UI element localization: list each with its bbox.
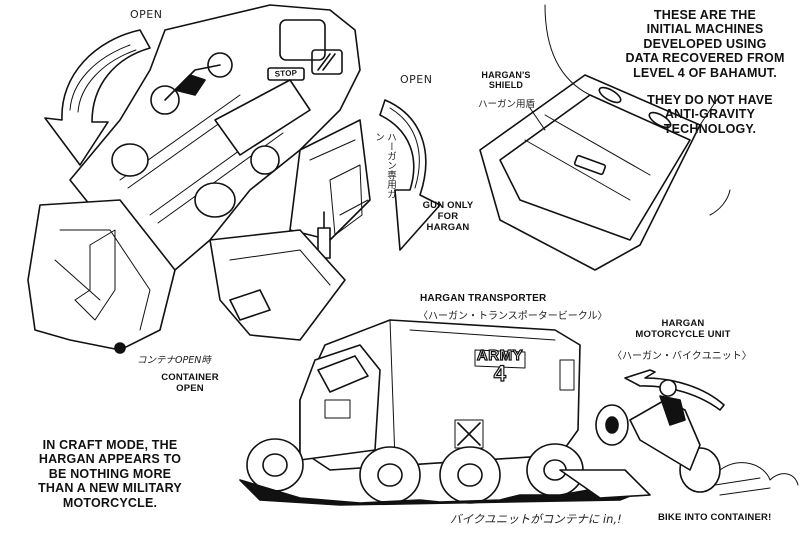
army-number: 4	[493, 361, 507, 387]
army-text: ARMY	[476, 346, 524, 364]
craft-mode-line: HARGAN APPEARS TO	[38, 452, 182, 467]
motorcycle-label-line: HARGAN	[661, 318, 705, 329]
shield-label-jp: ハーガン用盾	[478, 99, 536, 110]
decorative-curve	[544, 4, 591, 96]
container-label-jp: コンテナOPEN時	[137, 355, 211, 366]
container-open-drawing	[27, 4, 371, 354]
open-label-right: OPEN	[400, 73, 433, 86]
anti-gravity-line: ANTI-GRAVITY	[664, 107, 756, 122]
intro-line: THESE ARE THE	[653, 8, 757, 22]
container-label-line: CONTAINER	[161, 372, 219, 383]
motorcycle-label-line: MOTORCYCLE UNIT	[635, 328, 731, 340]
army-plate: ARMY 4	[472, 346, 528, 387]
transporter-label: HARGAN TRANSPORTER	[420, 293, 547, 304]
open-label-top: OPEN	[130, 8, 163, 21]
hargan-motorcycle-drawing	[595, 379, 799, 496]
gun-label-jp: ハーガン専用ガン	[373, 132, 396, 199]
bike-enter-arrow	[624, 369, 725, 411]
container-label: CONTAINER OPEN	[150, 372, 230, 395]
container-label-line: OPEN	[176, 382, 204, 394]
gun-label-line: FOR	[437, 210, 459, 222]
gun-label-line: GUN ONLY	[422, 200, 474, 211]
anti-gravity-line: TECHNOLOGY.	[663, 121, 757, 136]
open-arrow-left	[44, 29, 151, 166]
craft-mode-line: MOTORCYCLE.	[62, 495, 158, 510]
open-arrow-right	[379, 99, 441, 251]
stop-plate: STOP	[274, 68, 298, 79]
intro-line: LEVEL 4 OF BAHAMUT.	[633, 65, 777, 80]
bike-into-container-jp: バイクユニットがコンテナに in,!	[450, 512, 622, 526]
shield-pointer	[529, 107, 546, 131]
anti-gravity-note: THEY DO NOT HAVE ANTI-GRAVITY TECHNOLOGY…	[640, 93, 780, 136]
motorcycle-label: HARGAN MOTORCYCLE UNIT	[618, 318, 748, 341]
craft-mode-note: IN CRAFT MODE, THE HARGAN APPEARS TO BE …	[25, 438, 195, 510]
intro-line: DATA RECOVERED FROM	[625, 51, 785, 66]
transporter-label-jp: 〈ハーガン・トランスポータービークル〉	[418, 311, 608, 322]
intro-note: THESE ARE THE INITIAL MACHINES DEVELOPED…	[620, 8, 790, 80]
craft-mode-line: IN CRAFT MODE, THE	[42, 438, 178, 452]
intro-line: INITIAL MACHINES	[646, 22, 764, 37]
craft-mode-line: THAN A NEW MILITARY	[38, 481, 182, 496]
craft-mode-line: BE NOTHING MORE	[48, 466, 172, 481]
shield-label-line: HARGAN'S	[481, 70, 531, 80]
intro-line: DEVELOPED USING	[643, 36, 767, 51]
shield-label: HARGAN'S SHIELD	[476, 70, 536, 91]
motorcycle-label-jp: 〈ハーガン・バイクユニット〉	[612, 351, 752, 362]
gun-label-line: HARGAN	[426, 221, 470, 233]
anti-gravity-line: THEY DO NOT HAVE	[647, 93, 773, 107]
hargan-transporter-drawing	[239, 319, 651, 506]
gun-pointer	[339, 199, 369, 216]
hargan-shield-drawing	[479, 74, 731, 271]
bike-into-container-label: BIKE INTO CONTAINER!	[658, 512, 772, 523]
gun-label: GUN ONLY FOR HARGAN	[418, 200, 478, 234]
shield-label-line: SHIELD	[488, 80, 524, 91]
